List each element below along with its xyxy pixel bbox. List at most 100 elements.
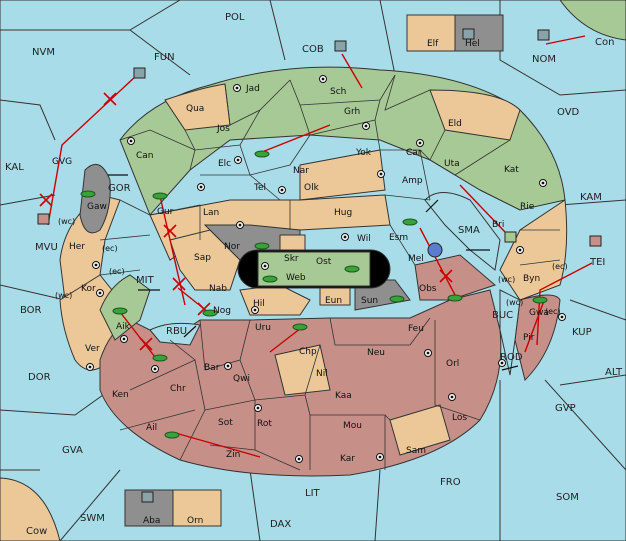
coast-link-arrows [108, 174, 519, 371]
province-label-hug: Hug [334, 208, 352, 218]
supply-center [251, 306, 259, 314]
fleet-unit[interactable] [141, 491, 154, 503]
army-unit[interactable] [262, 275, 278, 283]
region-east-tan[interactable] [499, 199, 568, 301]
province-label-her: Her [69, 242, 85, 252]
sea-label-alt: ALT [605, 367, 623, 378]
region-orn[interactable] [172, 489, 222, 527]
army-unit[interactable] [152, 192, 168, 200]
sea-label-som: SOM [556, 492, 579, 503]
province-label-pir: Pir [523, 333, 535, 343]
fleet-unit[interactable] [589, 235, 602, 247]
province-label-jad: Jad [245, 84, 260, 94]
province-label-eun: Eun [325, 296, 342, 306]
province-label-skr: Skr [284, 254, 299, 264]
sea-label-pol: POL [225, 12, 245, 23]
sea-label-lit: LIT [305, 488, 321, 499]
province-label-olk: Olk [304, 183, 320, 193]
sea-label-rod: ROD [500, 352, 523, 363]
province-borders [99, 74, 561, 471]
province-label-orl: Orl [446, 359, 459, 369]
lake-rbu [149, 322, 201, 346]
fleet-unit[interactable] [537, 29, 550, 41]
sea-label-tei: TEI [589, 257, 605, 268]
province-label-sch: Sch [330, 87, 346, 97]
sea-label-mit: MIT [136, 275, 155, 286]
region-elf[interactable] [406, 14, 456, 52]
fleet-unit[interactable] [334, 40, 347, 52]
region-sam[interactable] [389, 404, 451, 456]
region-obs[interactable] [414, 254, 496, 301]
army-unit[interactable] [112, 307, 128, 315]
army-unit[interactable] [389, 295, 405, 303]
province-label-uta: Uta [444, 159, 460, 169]
army-unit[interactable] [402, 218, 418, 226]
province-label-wil: Wil [357, 234, 371, 244]
army-unit[interactable] [427, 242, 443, 258]
province-label-mou: Mou [343, 421, 362, 431]
sea-label-ovd: OVD [557, 107, 580, 118]
province-label-byn: Byn [523, 274, 540, 284]
region-gaw[interactable] [79, 163, 111, 234]
units [37, 28, 602, 503]
coast-tag: (wc) [506, 298, 523, 307]
region-aik[interactable] [99, 274, 151, 341]
sea-labels: POL NVM FUN COB NOM Con OVD KAL KAM BOR … [5, 12, 623, 537]
continent [59, 66, 568, 477]
sea-label-kam: KAM [580, 192, 602, 203]
army-unit[interactable] [254, 150, 270, 158]
province-label-nar: Nar [293, 166, 309, 176]
supply-center [96, 289, 104, 297]
fleet-unit[interactable] [37, 213, 50, 225]
supply-center [539, 179, 547, 187]
supply-center [224, 362, 232, 370]
army-unit[interactable] [164, 431, 180, 439]
supply-center [278, 186, 286, 194]
province-label-los: Los [452, 413, 467, 423]
province-label-kat: Kat [504, 165, 519, 175]
province-label-qwi: Qwi [233, 374, 250, 384]
supply-center [236, 221, 244, 229]
region-eld[interactable] [429, 89, 521, 141]
region-olk[interactable] [299, 149, 386, 201]
fleet-unit[interactable] [504, 231, 517, 243]
coast-tag: (ec) [545, 307, 561, 316]
supply-center [376, 453, 384, 461]
province-label-jos: Jos [216, 124, 230, 134]
supply-center [319, 75, 327, 83]
army-unit[interactable] [292, 323, 308, 331]
supply-center [261, 262, 269, 270]
province-label-qua: Qua [186, 104, 204, 114]
supply-center [151, 365, 159, 373]
province-label-ail: Ail [146, 423, 157, 433]
supply-center [197, 183, 205, 191]
army-unit[interactable] [532, 296, 548, 304]
province-label-chp: Chp [299, 347, 317, 357]
province-label-nog: Nog [213, 306, 231, 316]
fleet-unit[interactable] [462, 28, 475, 40]
coast-tag: (wc) [58, 217, 75, 226]
province-label-elc: Elc [218, 159, 231, 169]
army-unit[interactable] [447, 294, 463, 302]
province-label-zin: Zin [226, 450, 240, 460]
province-label-neu: Neu [367, 348, 385, 358]
army-unit[interactable] [254, 242, 270, 250]
army-unit[interactable] [152, 354, 168, 362]
province-label-mel: Mel [408, 254, 424, 264]
lake-rod [499, 289, 521, 376]
province-label-sam: Sam [406, 446, 426, 456]
coast-tag: (ec) [552, 262, 568, 271]
supply-center [234, 156, 242, 164]
lake-sma [424, 192, 501, 271]
sea-label-sma: SMA [458, 225, 480, 236]
province-label-uru: Uru [255, 323, 271, 333]
province-label-rie: Rie [520, 202, 535, 212]
army-unit[interactable] [202, 309, 218, 317]
fleet-unit[interactable] [133, 67, 146, 79]
army-unit[interactable] [80, 190, 96, 198]
army-unit[interactable] [344, 265, 360, 273]
sea-label-bor: BOR [20, 305, 42, 316]
province-label-chr: Chr [170, 384, 186, 394]
sea-label-dor: DOR [28, 372, 51, 383]
province-label-nab: Nab [209, 284, 227, 294]
